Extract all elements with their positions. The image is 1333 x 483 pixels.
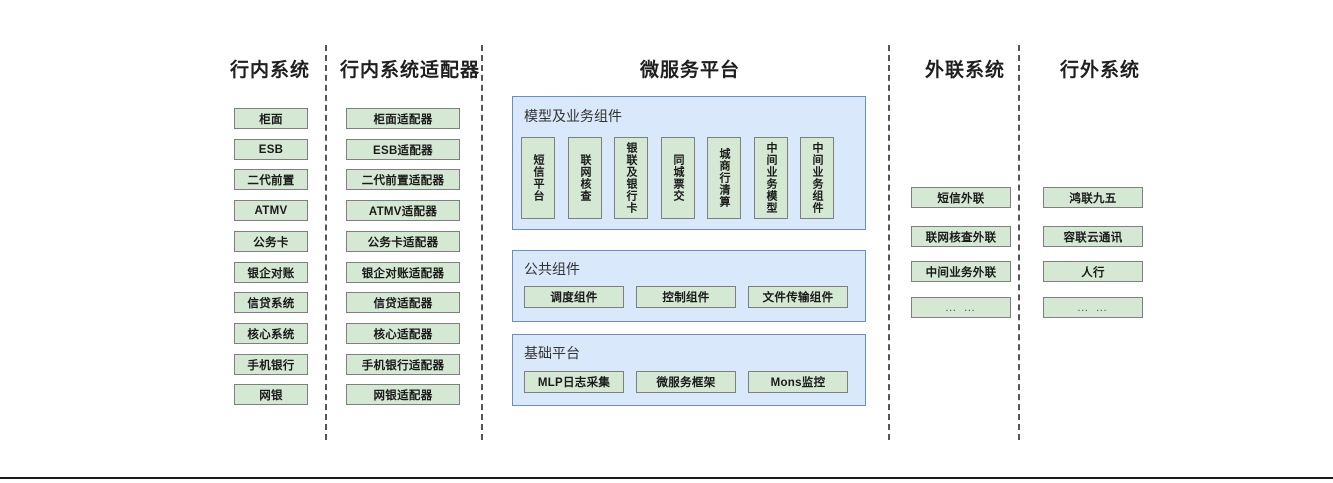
node-inhouse-adapter-1[interactable]: 柜面适配器: [346, 108, 460, 129]
node-model-6[interactable]: 中间业务模型: [754, 137, 788, 219]
node-outside-4[interactable]: … …: [1043, 297, 1143, 318]
node-public-3[interactable]: 文件传输组件: [748, 286, 848, 308]
platform-title: 微服务平台: [639, 60, 740, 81]
node-external-4[interactable]: … …: [911, 297, 1011, 318]
node-inhouse-7[interactable]: 信贷系统: [234, 292, 308, 313]
node-inhouse-adapter-10[interactable]: 网银适配器: [346, 384, 460, 405]
node-inhouse-10[interactable]: 网银: [234, 384, 308, 405]
divider-3: [888, 45, 890, 440]
column-title-outside-bank: 行外系统: [1059, 60, 1140, 81]
node-external-2[interactable]: 联网核查外联: [911, 226, 1011, 247]
divider-1: [325, 45, 327, 440]
node-inhouse-adapter-8[interactable]: 核心适配器: [346, 323, 460, 344]
node-public-2[interactable]: 控制组件: [636, 286, 736, 308]
node-external-1[interactable]: 短信外联: [911, 187, 1011, 208]
node-external-3[interactable]: 中间业务外联: [911, 261, 1011, 282]
column-title-external-link: 外联系统: [924, 60, 1005, 81]
node-model-2[interactable]: 联网核查: [568, 137, 602, 219]
node-outside-3[interactable]: 人行: [1043, 261, 1143, 282]
node-base-3[interactable]: Mons监控: [748, 371, 848, 393]
panel-base-platform: [512, 334, 866, 406]
node-outside-1[interactable]: 鸿联九五: [1043, 187, 1143, 208]
bottom-rule: [0, 477, 1333, 479]
divider-2: [481, 45, 483, 440]
node-model-7[interactable]: 中间业务组件: [800, 137, 834, 219]
node-outside-2[interactable]: 容联云通讯: [1043, 226, 1143, 247]
node-inhouse-adapter-2[interactable]: ESB适配器: [346, 139, 460, 160]
column-title-inhouse: 行内系统: [229, 60, 310, 81]
node-inhouse-4[interactable]: ATMV: [234, 200, 308, 221]
node-inhouse-5[interactable]: 公务卡: [234, 231, 308, 252]
panel-title-public-components: 公共组件: [524, 261, 580, 277]
panel-title-base-platform: 基础平台: [524, 345, 580, 361]
node-inhouse-adapter-7[interactable]: 信贷适配器: [346, 292, 460, 313]
node-base-2[interactable]: 微服务框架: [636, 371, 736, 393]
node-inhouse-8[interactable]: 核心系统: [234, 323, 308, 344]
node-inhouse-adapter-4[interactable]: ATMV适配器: [346, 200, 460, 221]
panel-title-model-business: 模型及业务组件: [524, 108, 622, 124]
node-inhouse-9[interactable]: 手机银行: [234, 354, 308, 375]
node-inhouse-2[interactable]: ESB: [234, 139, 308, 160]
column-title-inhouse-adapter: 行内系统适配器: [339, 60, 480, 81]
node-inhouse-1[interactable]: 柜面: [234, 108, 308, 129]
node-model-3[interactable]: 银联及银行卡: [614, 137, 648, 219]
node-model-5[interactable]: 城商行清算: [707, 137, 741, 219]
node-inhouse-adapter-3[interactable]: 二代前置适配器: [346, 169, 460, 190]
node-inhouse-6[interactable]: 银企对账: [234, 262, 308, 283]
node-inhouse-adapter-6[interactable]: 银企对账适配器: [346, 262, 460, 283]
node-inhouse-adapter-5[interactable]: 公务卡适配器: [346, 231, 460, 252]
node-inhouse-adapter-9[interactable]: 手机银行适配器: [346, 354, 460, 375]
node-base-1[interactable]: MLP日志采集: [524, 371, 624, 393]
node-model-1[interactable]: 短信平台: [521, 137, 555, 219]
divider-4: [1018, 45, 1020, 440]
node-model-4[interactable]: 同城票交: [661, 137, 695, 219]
node-inhouse-3[interactable]: 二代前置: [234, 169, 308, 190]
node-public-1[interactable]: 调度组件: [524, 286, 624, 308]
